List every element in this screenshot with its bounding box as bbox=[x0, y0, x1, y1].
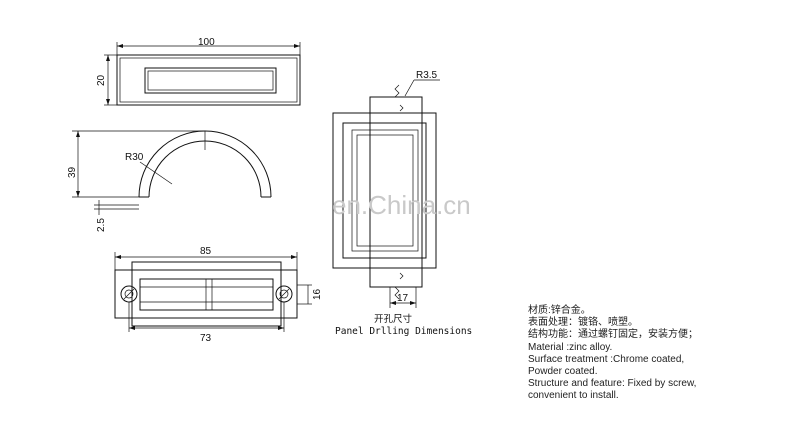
dim-panel-width: 17 bbox=[397, 293, 409, 304]
dim-arc-small: 2.5 bbox=[96, 218, 107, 232]
bottom-view bbox=[114, 252, 312, 332]
caption-en: Panel Drlling Dimensions bbox=[335, 326, 472, 337]
note-line: 材质:锌合金。 bbox=[528, 305, 591, 316]
note-line: convenient to install. bbox=[528, 390, 619, 402]
dim-top-height: 20 bbox=[96, 74, 107, 86]
top-view bbox=[104, 42, 301, 106]
spec-notes: 材质:锌合金。 表面处理：镀铬、喷塑。 结构功能：通过螺钉固定，安装方便； Ma… bbox=[528, 305, 788, 403]
note-line: 表面处理：镀铬、喷塑。 bbox=[528, 317, 638, 329]
dim-panel-radius: R3.5 bbox=[416, 70, 438, 81]
dim-bottom-inner: 73 bbox=[200, 333, 212, 344]
panel-cutout-view bbox=[332, 79, 440, 308]
dim-arc-radius: R30 bbox=[125, 152, 144, 163]
note-line: Structure and feature: Fixed by screw, bbox=[528, 378, 697, 390]
dim-arc-height: 39 bbox=[67, 166, 78, 178]
note-line: Surface treatment :Chrome coated, bbox=[528, 353, 685, 365]
watermark: en.China.cn bbox=[332, 190, 471, 220]
arc-view bbox=[72, 130, 272, 215]
dim-bottom-height: 16 bbox=[312, 288, 323, 300]
note-line: 结构功能：通过螺钉固定，安装方便； bbox=[528, 329, 698, 341]
note-line: Material :zinc alloy. bbox=[528, 341, 613, 353]
caption-cn: 开孔尺寸 bbox=[374, 313, 413, 325]
dim-bottom-width: 85 bbox=[200, 246, 212, 257]
dim-top-width: 100 bbox=[198, 37, 215, 48]
note-line: Powder coated. bbox=[528, 366, 598, 378]
